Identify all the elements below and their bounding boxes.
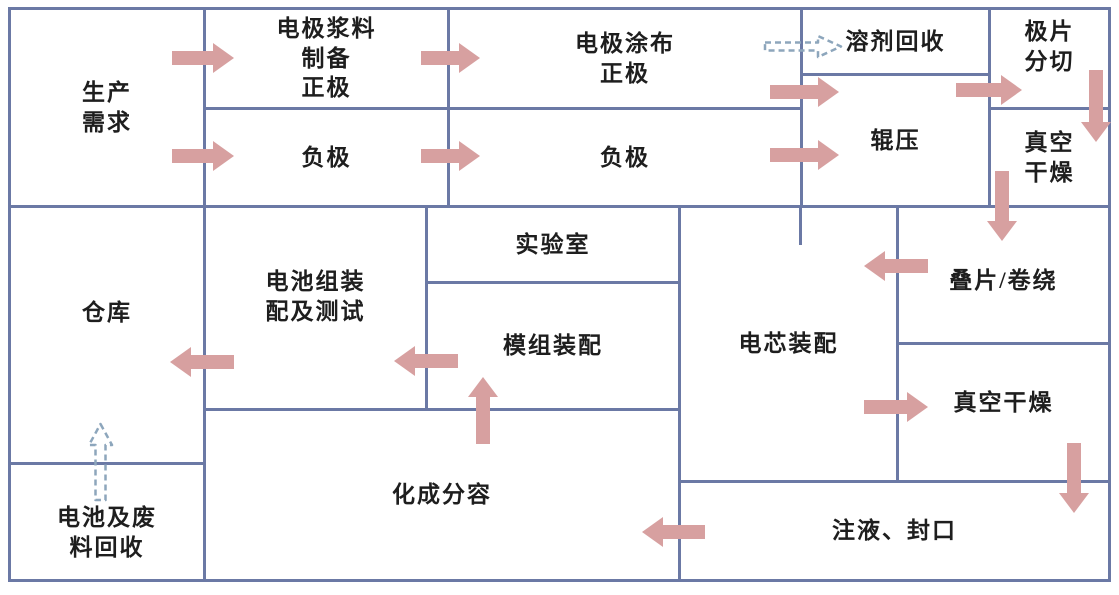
room-module-assembly: 模组装配 [425,281,681,411]
room-label: 真空干燥 [953,389,1054,415]
flow-arrow-slurry-to-coating [421,43,480,73]
room-label: 电池及废 料回收 [57,505,157,560]
room-laboratory: 实验室 [425,205,681,284]
flow-arrow-slitting-to-vacuum-drying [1081,70,1111,142]
room-label: 辊压 [870,127,921,153]
room-label: 叠片/卷绕 [949,268,1058,294]
flow-arrow-stacking-to-cell-assembly [864,251,928,281]
room-label: 负极 [600,144,650,170]
wall-stub [799,205,802,245]
room-label: 仓库 [82,300,132,326]
room-slurry-prep-cathode: 电极浆料 制备 正极 [203,7,450,110]
flow-arrow-demand-to-anode [172,141,234,171]
room-formation-grading: 化成分容 [203,408,681,582]
flow-arrow-anode-to-roll-pressing [770,140,839,170]
room-label: 化成分容 [392,482,492,508]
room-label: 模组装配 [503,333,603,359]
room-label: 电池组装 配及测试 [265,269,366,324]
room-label: 电极涂布 正极 [575,30,675,86]
dashed-arrow-recycling-to-warehouse [87,422,114,502]
flow-arrow-formation-to-module-assembly [468,377,498,444]
flow-arrow-module-to-pack-assembly [394,346,458,376]
room-pack-assembly-testing: 电池组装 配及测试 [203,205,428,411]
flow-arrow-demand-to-slurry [172,43,234,73]
room-label: 极片 分切 [1024,18,1075,74]
flow-arrow-anode-to-anode [421,141,480,171]
room-label: 溶剂回收 [845,28,946,54]
flow-arrow-roll-pressing-to-slitting [956,75,1022,105]
flow-arrow-vacuum-drying-to-stacking [987,171,1017,241]
flow-arrow-pack-assembly-to-warehouse [170,347,234,377]
room-cell-assembly: 电芯装配 [678,205,899,483]
room-label: 电芯装配 [738,331,839,357]
room-label: 真空 干燥 [1024,129,1075,185]
flow-arrow-vacuum-drying-to-filling [1059,443,1089,513]
flow-arrow-cell-assembly-to-vacuum-drying [864,392,928,422]
room-slitting: 极片 分切 [988,7,1111,110]
room-anode-coating: 负极 [447,107,803,208]
room-production-demand: 生产 需求 [8,7,206,208]
room-label: 生产 需求 [82,79,132,135]
flow-arrow-filling-to-formation [642,517,705,547]
room-electrolyte-filling-sealing: 注液、封口 [678,480,1111,582]
room-vacuum-drying-top: 真空 干燥 [988,107,1111,208]
room-label: 电极浆料 制备 正极 [276,15,377,101]
room-label: 实验室 [515,231,591,257]
flow-arrow-coating-to-roll-pressing [770,77,839,107]
room-coating-cathode: 电极涂布 正极 [447,7,803,110]
room-label: 负极 [301,144,352,170]
room-battery-waste-recycling: 电池及废 料回收 [8,462,206,582]
room-anode-slurry: 负极 [203,107,450,208]
dashed-arrow-coating-to-solvent-recovery [763,34,843,59]
room-label: 注液、封口 [832,518,957,544]
